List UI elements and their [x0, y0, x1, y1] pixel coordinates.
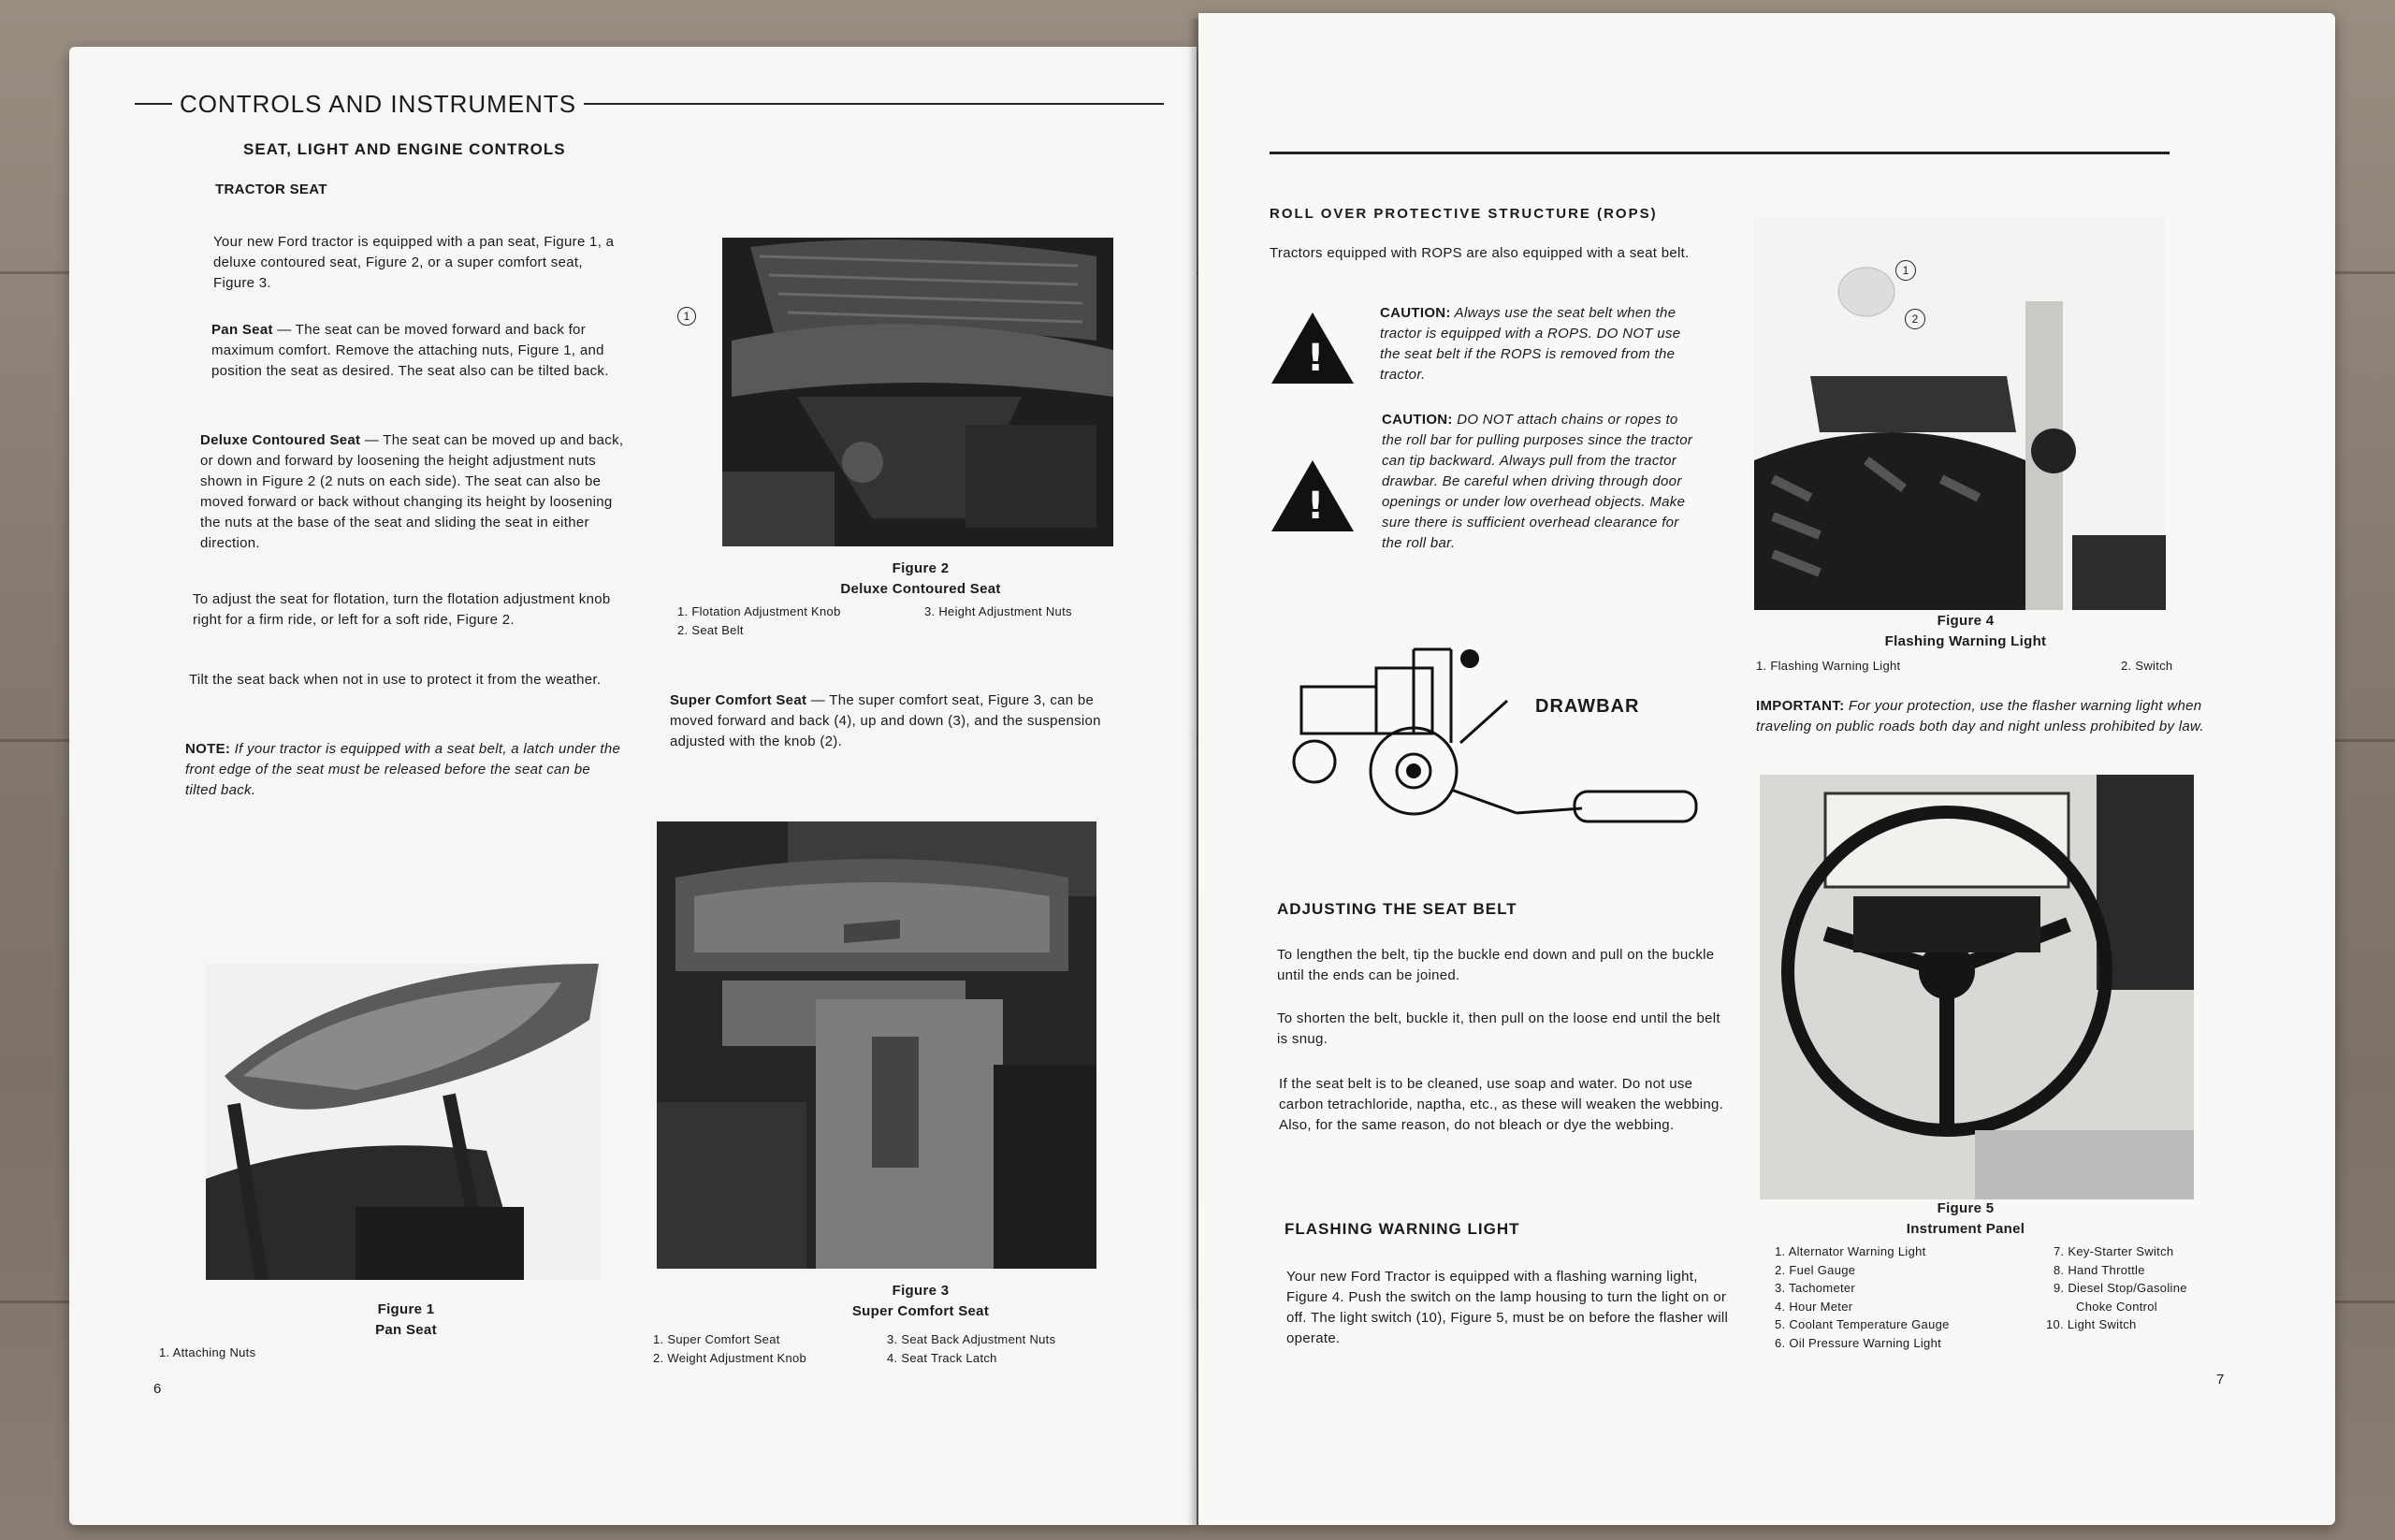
seat-belt-p3: If the seat belt is to be cleaned, use s… [1279, 1076, 1724, 1133]
fig4-number: Figure 4 [1937, 613, 1995, 629]
figure1-photo [206, 964, 601, 1280]
fig5-item-4: 4. Hour Meter [1775, 1300, 1853, 1314]
left-page: CONTROLS AND INSTRUMENTS SEAT, LIGHT AND… [69, 47, 1197, 1525]
fig2-item-1: 1. Flotation Adjustment Knob [677, 604, 841, 618]
fig3-item-1: 1. Super Comfort Seat [653, 1332, 780, 1346]
super-comfort-paragraph: Super Comfort Seat — The super comfort s… [670, 690, 1102, 752]
intro-paragraph: Your new Ford tractor is equipped with a… [213, 234, 615, 291]
figure2-photo [722, 238, 1113, 546]
fig1-number: Figure 1 [377, 1301, 435, 1317]
caution1-label: CAUTION: [1380, 305, 1451, 321]
caution1-paragraph: CAUTION: Always use the seat belt when t… [1380, 303, 1698, 385]
important-text: For your protection, use the flasher war… [1756, 698, 2204, 734]
super-comfort-label: Super Comfort Seat [670, 692, 807, 708]
important-label: IMPORTANT: [1756, 698, 1845, 714]
super-comfort-text: — The super comfort seat, Figure 3, can … [670, 692, 1101, 749]
flashing-light-title: FLASHING WARNING LIGHT [1285, 1220, 1520, 1238]
pan-seat-text: — The seat can be moved forward and back… [211, 322, 609, 379]
fig4-callout-1: 1 [1895, 260, 1916, 281]
caution-triangle-icon [1271, 460, 1354, 531]
fig5-title: Instrument Panel [1906, 1221, 2025, 1237]
fig4-title: Flashing Warning Light [1884, 633, 2047, 649]
fig5-item-6: 6. Oil Pressure Warning Light [1775, 1336, 1942, 1350]
seat-belt-title: ADJUSTING THE SEAT BELT [1277, 900, 1517, 918]
deluxe-label: Deluxe Contoured Seat [200, 432, 361, 448]
exclamation-icon: ! [1307, 337, 1325, 380]
fig4-item-2: 2. Switch [2121, 659, 2173, 673]
flotation-paragraph: To adjust the seat for flotation, turn t… [193, 591, 611, 628]
seat-belt-p2: To shorten the belt, buckle it, then pul… [1277, 1010, 1720, 1047]
seat-belt-p1: To lengthen the belt, tip the buckle end… [1277, 947, 1715, 983]
note-text: If your tractor is equipped with a seat … [185, 741, 621, 798]
caution2-text: DO NOT attach chains or ropes to the rol… [1382, 412, 1693, 551]
fig3-item-4: 4. Seat Track Latch [887, 1351, 997, 1365]
right-page: ROLL OVER PROTECTIVE STRUCTURE (ROPS) Tr… [1198, 13, 2335, 1525]
fig5-item-9b: Choke Control [2076, 1300, 2157, 1314]
tilt-paragraph: Tilt the seat back when not in use to pr… [189, 672, 602, 688]
fig1-item-1: 1. Attaching Nuts [159, 1345, 256, 1359]
fig5-item-8: 8. Hand Throttle [2054, 1263, 2145, 1277]
page-number-left: 6 [153, 1381, 162, 1397]
fig5-item-10: 10. Light Switch [2046, 1317, 2137, 1331]
page-number-right: 7 [2216, 1372, 2225, 1387]
fig3-number: Figure 3 [892, 1283, 950, 1299]
pan-seat-paragraph: Pan Seat — The seat can be moved forward… [211, 320, 623, 382]
important-paragraph: IMPORTANT: For your protection, use the … [1756, 696, 2205, 737]
fig4-item-1: 1. Flashing Warning Light [1756, 659, 1901, 673]
header-line [135, 103, 1164, 105]
figure5-photo [1760, 775, 2194, 1199]
rops-title: ROLL OVER PROTECTIVE STRUCTURE (ROPS) [1270, 206, 1658, 222]
fig5-number: Figure 5 [1937, 1200, 1995, 1216]
tractor-drawbar-illustration [1273, 631, 1713, 855]
fig2-item-3: 3. Height Adjustment Nuts [924, 604, 1072, 618]
note-label: NOTE: [185, 741, 231, 757]
note-paragraph: NOTE: If your tractor is equipped with a… [185, 739, 623, 801]
caution1-text: Always use the seat belt when the tracto… [1380, 305, 1681, 383]
subsection-title: TRACTOR SEAT [215, 182, 327, 197]
fig5-item-2: 2. Fuel Gauge [1775, 1263, 1856, 1277]
fig5-item-9: 9. Diesel Stop/Gasoline [2054, 1281, 2187, 1295]
section-title: SEAT, LIGHT AND ENGINE CONTROLS [243, 140, 566, 158]
rops-paragraph: Tractors equipped with ROPS are also equ… [1270, 245, 1690, 261]
fig3-item-3: 3. Seat Back Adjustment Nuts [887, 1332, 1056, 1346]
figure4-photo [1754, 217, 2166, 610]
fig2-number: Figure 2 [892, 560, 950, 576]
caution-triangle-icon [1271, 312, 1354, 384]
top-rule [1270, 152, 2170, 154]
fig4-callout-2: 2 [1905, 309, 1925, 329]
figure3-photo [657, 821, 1096, 1269]
fig2-callout-1: 1 [677, 307, 696, 326]
page-header: CONTROLS AND INSTRUMENTS [172, 90, 585, 119]
fig2-title: Deluxe Contoured Seat [840, 581, 1001, 597]
drawbar-label: DRAWBAR [1535, 696, 1640, 717]
caution2-paragraph: CAUTION: DO NOT attach chains or ropes t… [1382, 410, 1700, 554]
flashing-light-paragraph: Your new Ford Tractor is equipped with a… [1286, 1269, 1729, 1346]
pan-seat-label: Pan Seat [211, 322, 273, 338]
deluxe-paragraph: Deluxe Contoured Seat — The seat can be … [200, 430, 626, 554]
fig1-title: Pan Seat [375, 1322, 437, 1338]
caution2-label: CAUTION: [1382, 412, 1453, 428]
fig5-item-7: 7. Key-Starter Switch [2054, 1244, 2174, 1258]
fig2-item-2: 2. Seat Belt [677, 623, 744, 637]
fig3-item-2: 2. Weight Adjustment Knob [653, 1351, 807, 1365]
exclamation-icon: ! [1307, 485, 1325, 528]
fig5-item-5: 5. Coolant Temperature Gauge [1775, 1317, 1950, 1331]
fig5-item-3: 3. Tachometer [1775, 1281, 1856, 1295]
fig5-item-1: 1. Alternator Warning Light [1775, 1244, 1926, 1258]
fig3-title: Super Comfort Seat [851, 1303, 990, 1319]
deluxe-text: — The seat can be moved up and back, or … [200, 432, 624, 551]
